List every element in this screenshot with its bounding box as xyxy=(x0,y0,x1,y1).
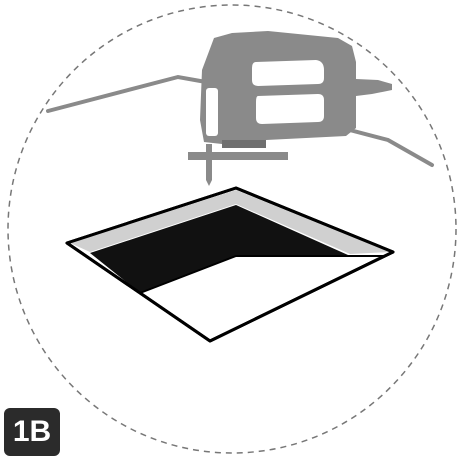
board-cutout-icon xyxy=(65,186,395,343)
step-badge-label: 1B xyxy=(12,415,52,448)
dashed-circle-frame xyxy=(7,4,457,454)
step-badge: 1B xyxy=(4,408,60,456)
power-cord xyxy=(46,74,434,167)
jigsaw-icon xyxy=(188,31,392,186)
